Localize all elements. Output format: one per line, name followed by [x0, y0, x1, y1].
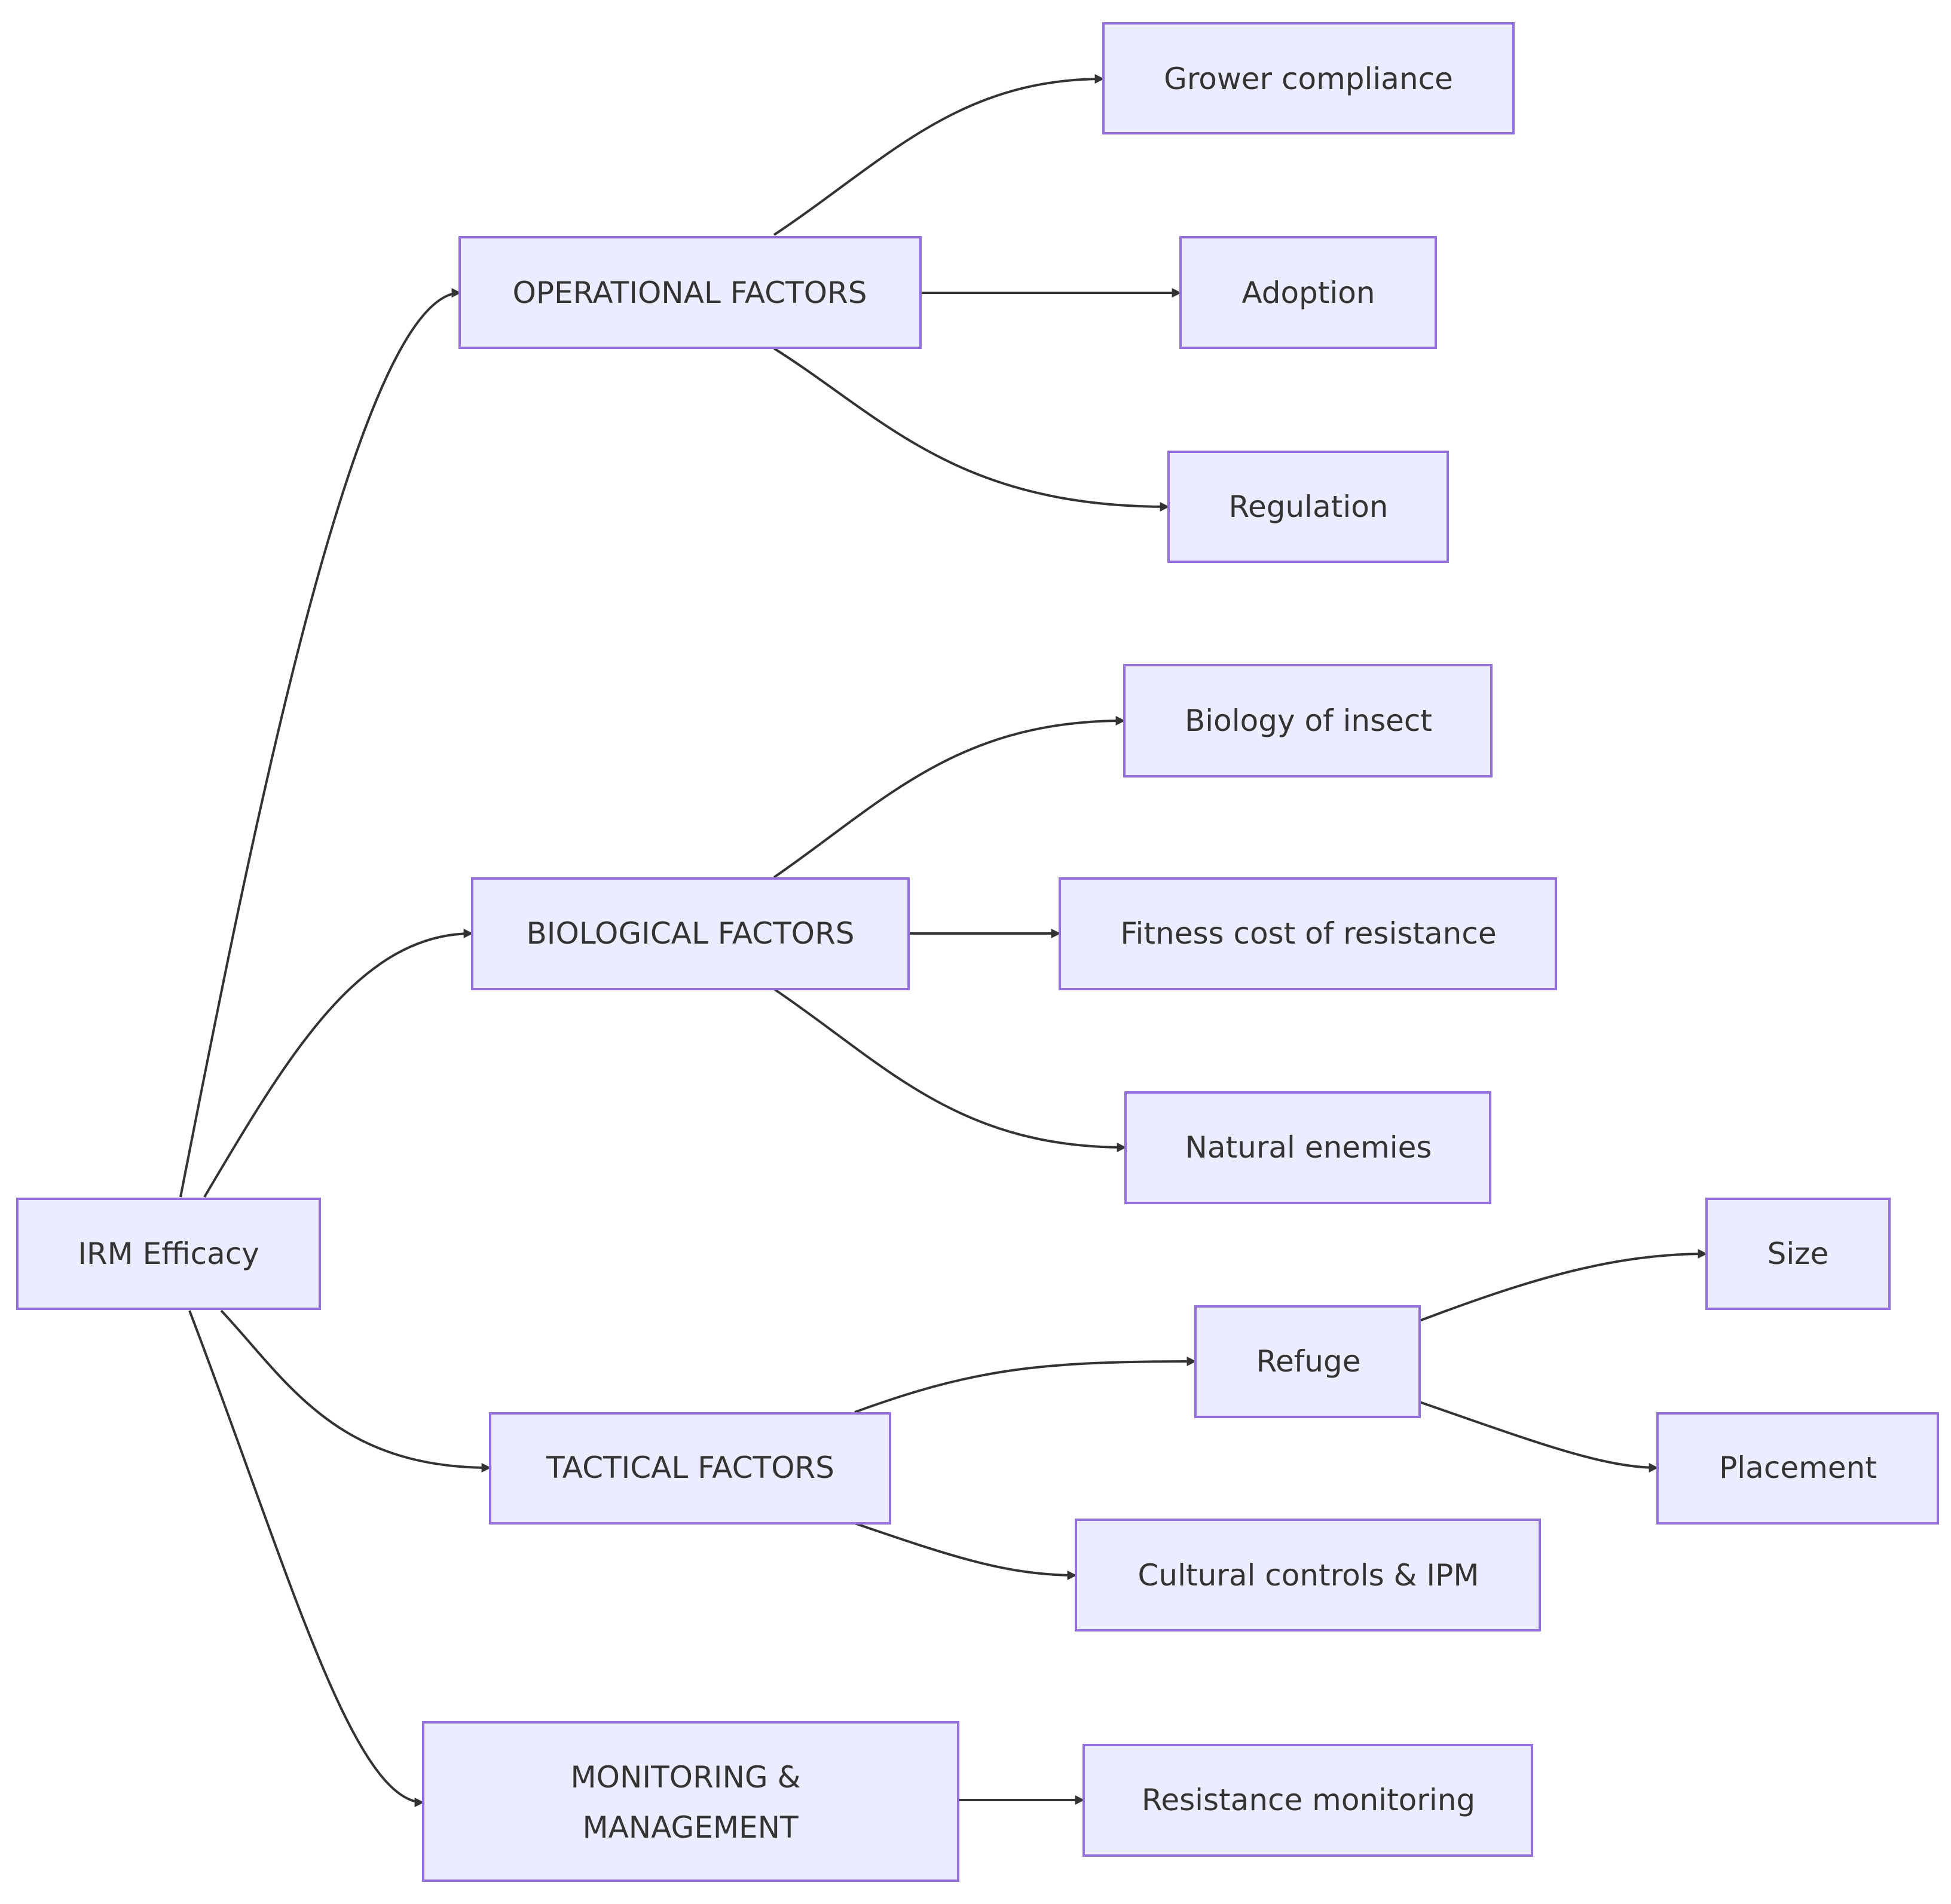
node-regulation-label: Regulation [1229, 489, 1389, 524]
edge-tactical-cultural-controls [854, 1522, 1077, 1580]
edge-root-operational [179, 288, 461, 1198]
node-irm-efficacy[interactable]: IRM Efficacy [16, 1198, 321, 1310]
node-refuge-label: Refuge [1256, 1344, 1360, 1379]
edge-root-monitoring [188, 1310, 424, 1807]
node-resistance-monitoring[interactable]: Resistance monitoring [1082, 1744, 1533, 1857]
node-biology-of-insect-label: Biology of insect [1185, 703, 1432, 738]
node-size[interactable]: Size [1705, 1198, 1891, 1310]
edge-root-biological [203, 929, 473, 1198]
node-biological-factors-label: BIOLOGICAL FACTORS [527, 916, 855, 951]
edge-biological-biology-insect [773, 716, 1126, 878]
node-grower-compliance-label: Grower compliance [1164, 62, 1453, 96]
node-monitoring-management[interactable]: MONITORING & MANAGEMENT [422, 1721, 959, 1882]
nodes: IRM Efficacy OPERATIONAL FACTORS BIOLOGI… [16, 22, 1939, 1882]
edges [179, 74, 1708, 1807]
edge-refuge-size [1419, 1249, 1708, 1322]
node-fitness-cost-of-resistance-label: Fitness cost of resistance [1120, 916, 1496, 951]
node-cultural-controls-ipm-label: Cultural controls & IPM [1138, 1558, 1479, 1593]
node-grower-compliance[interactable]: Grower compliance [1102, 22, 1515, 134]
node-tactical-factors[interactable]: TACTICAL FACTORS [489, 1412, 891, 1525]
node-refuge[interactable]: Refuge [1194, 1305, 1421, 1418]
node-monitoring-management-label-line1: MONITORING & [570, 1760, 800, 1795]
edge-refuge-placement [1419, 1401, 1659, 1473]
node-adoption-label: Adoption [1241, 276, 1375, 310]
node-regulation[interactable]: Regulation [1167, 451, 1449, 563]
edge-root-tactical [220, 1309, 491, 1473]
node-size-label: Size [1767, 1236, 1829, 1271]
node-natural-enemies-label: Natural enemies [1185, 1130, 1432, 1165]
node-operational-factors-label: OPERATIONAL FACTORS [513, 276, 867, 310]
node-fitness-cost-of-resistance[interactable]: Fitness cost of resistance [1059, 877, 1557, 990]
node-cultural-controls-ipm[interactable]: Cultural controls & IPM [1075, 1519, 1541, 1631]
edge-biological-natural-enemies [773, 988, 1127, 1152]
edge-operational-regulation [773, 347, 1170, 512]
node-operational-factors[interactable]: OPERATIONAL FACTORS [458, 236, 922, 349]
edge-operational-grower-compliance [773, 74, 1105, 236]
node-monitoring-management-label-line2: MANAGEMENT [582, 1810, 799, 1845]
node-placement[interactable]: Placement [1656, 1412, 1939, 1525]
node-tactical-factors-label: TACTICAL FACTORS [546, 1450, 834, 1485]
node-irm-efficacy-label: IRM Efficacy [78, 1236, 259, 1271]
node-resistance-monitoring-label: Resistance monitoring [1142, 1783, 1475, 1817]
node-biological-factors[interactable]: BIOLOGICAL FACTORS [471, 877, 910, 990]
node-adoption[interactable]: Adoption [1179, 236, 1437, 349]
edge-tactical-refuge [854, 1357, 1197, 1413]
node-placement-label: Placement [1719, 1450, 1877, 1485]
node-natural-enemies[interactable]: Natural enemies [1124, 1091, 1491, 1204]
node-biology-of-insect[interactable]: Biology of insect [1123, 664, 1493, 777]
